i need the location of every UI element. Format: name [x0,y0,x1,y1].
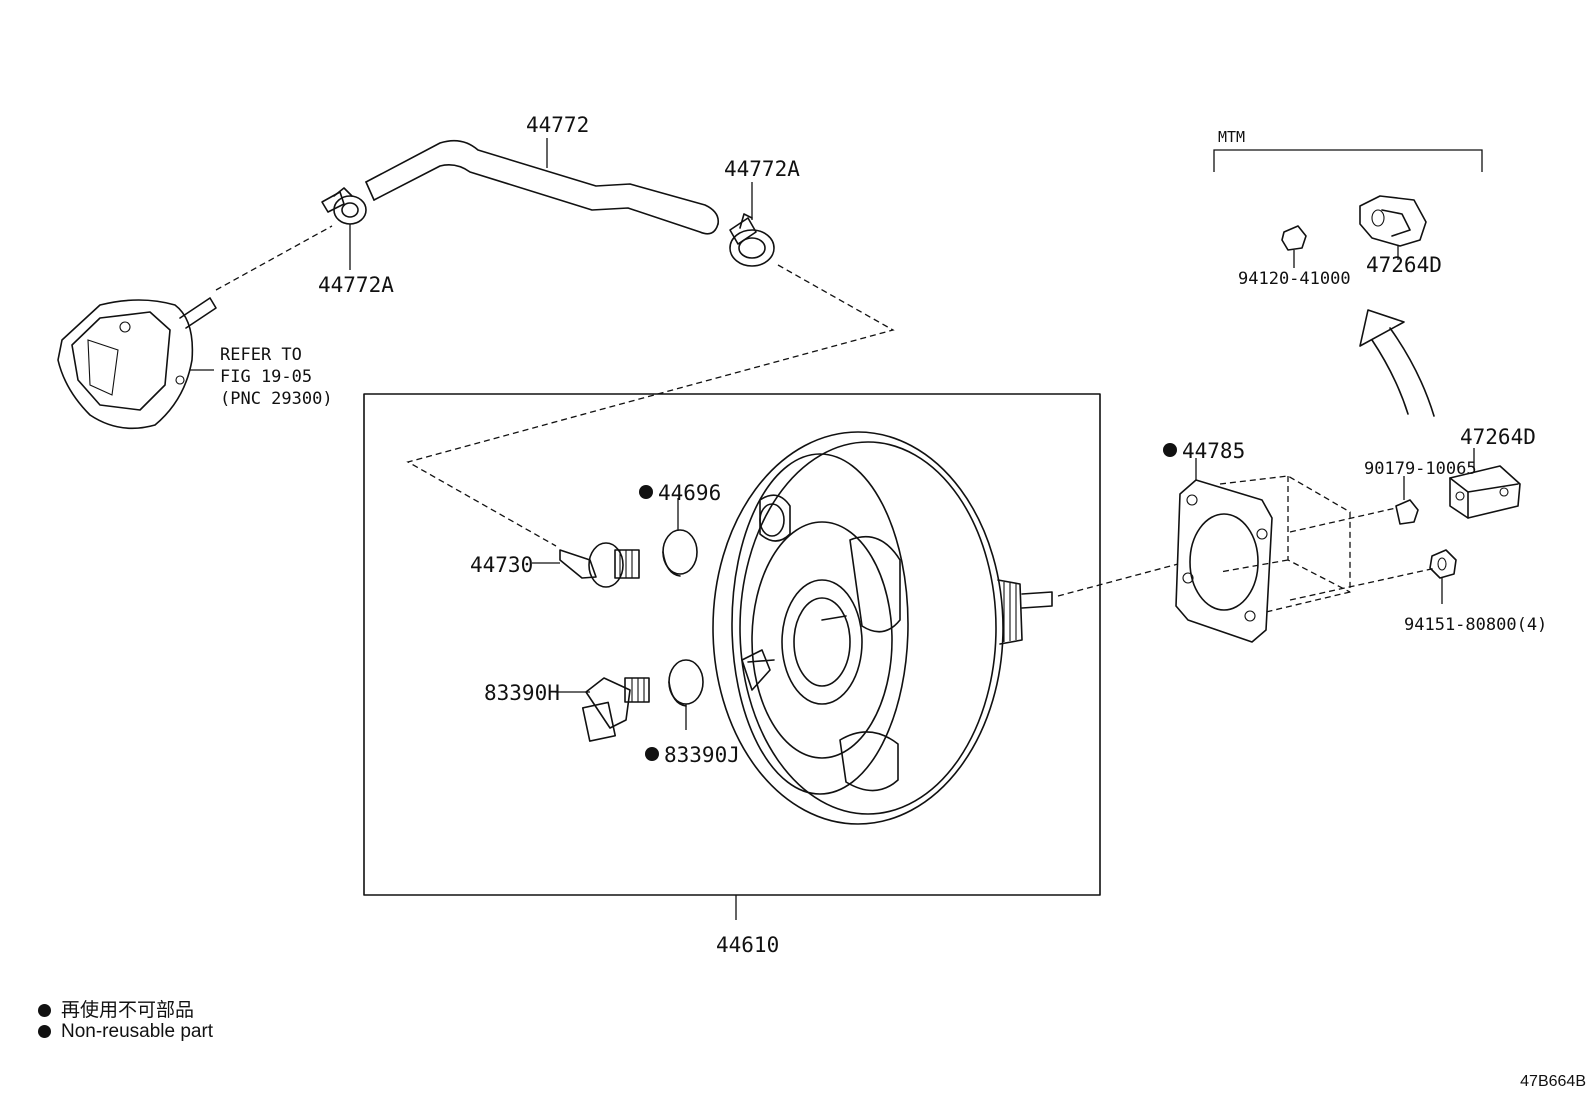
label-gasket: 44785 [1182,439,1245,463]
legend-dot-icon [38,1004,51,1017]
legend-en-text: Non-reusable part [61,1021,214,1042]
booster-seal[interactable] [662,529,698,577]
legend-jp-text: 再使用不可部品 [61,1000,195,1021]
vacuum-hose[interactable] [365,139,720,235]
label-hose: 44772 [526,113,589,137]
legend-english: Non-reusable part [38,1021,213,1043]
brake-booster[interactable] [712,431,1053,825]
label-grommet: 83390J [664,743,740,767]
label-check-valve: 44730 [470,553,533,577]
legend-dot-icon [38,1025,51,1038]
label-bracket: 47264D [1460,425,1536,449]
label-nut-mtm: 94120-41000 [1238,269,1351,289]
sensor-grommet[interactable] [668,659,704,707]
label-mtm: MTM [1218,128,1245,146]
label-clip-right: 44772A [724,157,800,181]
check-valve[interactable] [559,542,640,588]
dash-clip-valve [406,264,895,547]
booster-gasket[interactable] [1175,479,1273,643]
label-booster-assembly: 44610 [716,933,779,957]
pressure-sensor[interactable] [581,677,650,742]
nut-90179[interactable] [1395,476,1419,525]
refer-line-2: FIG 19-05 [220,367,312,387]
label-clip-left: 44772A [318,273,394,297]
label-sensor: 83390H [484,681,560,705]
non-reusable-dot-83390j [645,747,659,761]
diagram-code: 47B664B [1520,1073,1586,1090]
bracket-47264d[interactable] [1449,448,1521,519]
label-bracket-mtm: 47264D [1366,253,1442,277]
label-seal: 44696 [658,481,721,505]
booster-assembly-frame [363,393,1101,896]
label-nut-94151: 94151-80800(4) [1404,615,1547,635]
non-reusable-dot-44696 [639,485,653,499]
nut-mtm[interactable] [1281,225,1307,268]
bracket-mtm[interactable] [1359,195,1427,260]
label-nut-90179: 90179-10065 [1364,459,1477,479]
arrow-to-mtm [1359,309,1435,417]
non-reusable-dot-44785 [1163,443,1177,457]
mtm-bracket-line [1213,149,1483,172]
refer-line-1: REFER TO [220,345,302,365]
mounting-outline [1219,475,1437,613]
nut-94151[interactable] [1429,549,1457,604]
dash-rod-gasket [1057,563,1179,597]
refer-line-3: (PNC 29300) [220,389,333,409]
legend-japanese: 再使用不可部品 [38,995,194,1022]
hose-clip-left[interactable] [321,187,367,225]
vacuum-pump[interactable] [57,297,217,430]
dash-pump-clip [215,225,333,291]
hose-clip-right[interactable] [729,213,775,267]
